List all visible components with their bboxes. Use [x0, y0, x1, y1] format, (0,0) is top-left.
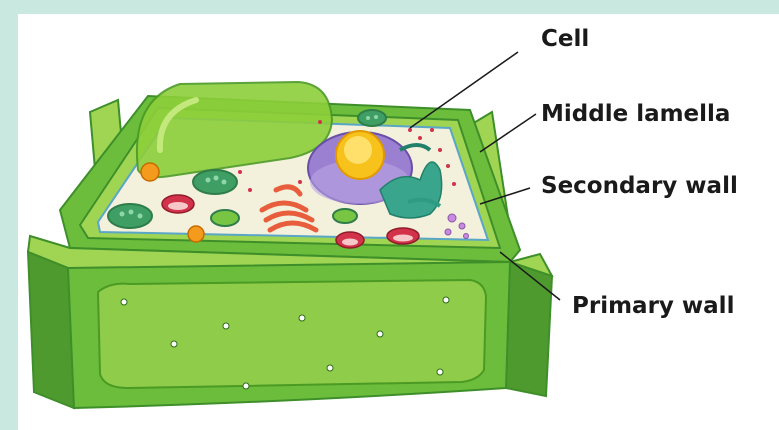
- front-wall-right: [506, 262, 552, 396]
- front-wall-inner-panel: [98, 280, 486, 388]
- label-primary-wall: Primary wall: [572, 295, 734, 318]
- front-wall-left: [28, 252, 74, 408]
- label-secondary-wall: Secondary wall: [541, 175, 738, 198]
- nucleolus-core: [344, 136, 372, 164]
- label-cell: Cell: [541, 28, 589, 51]
- label-middle-lamella: Middle lamella: [541, 103, 730, 126]
